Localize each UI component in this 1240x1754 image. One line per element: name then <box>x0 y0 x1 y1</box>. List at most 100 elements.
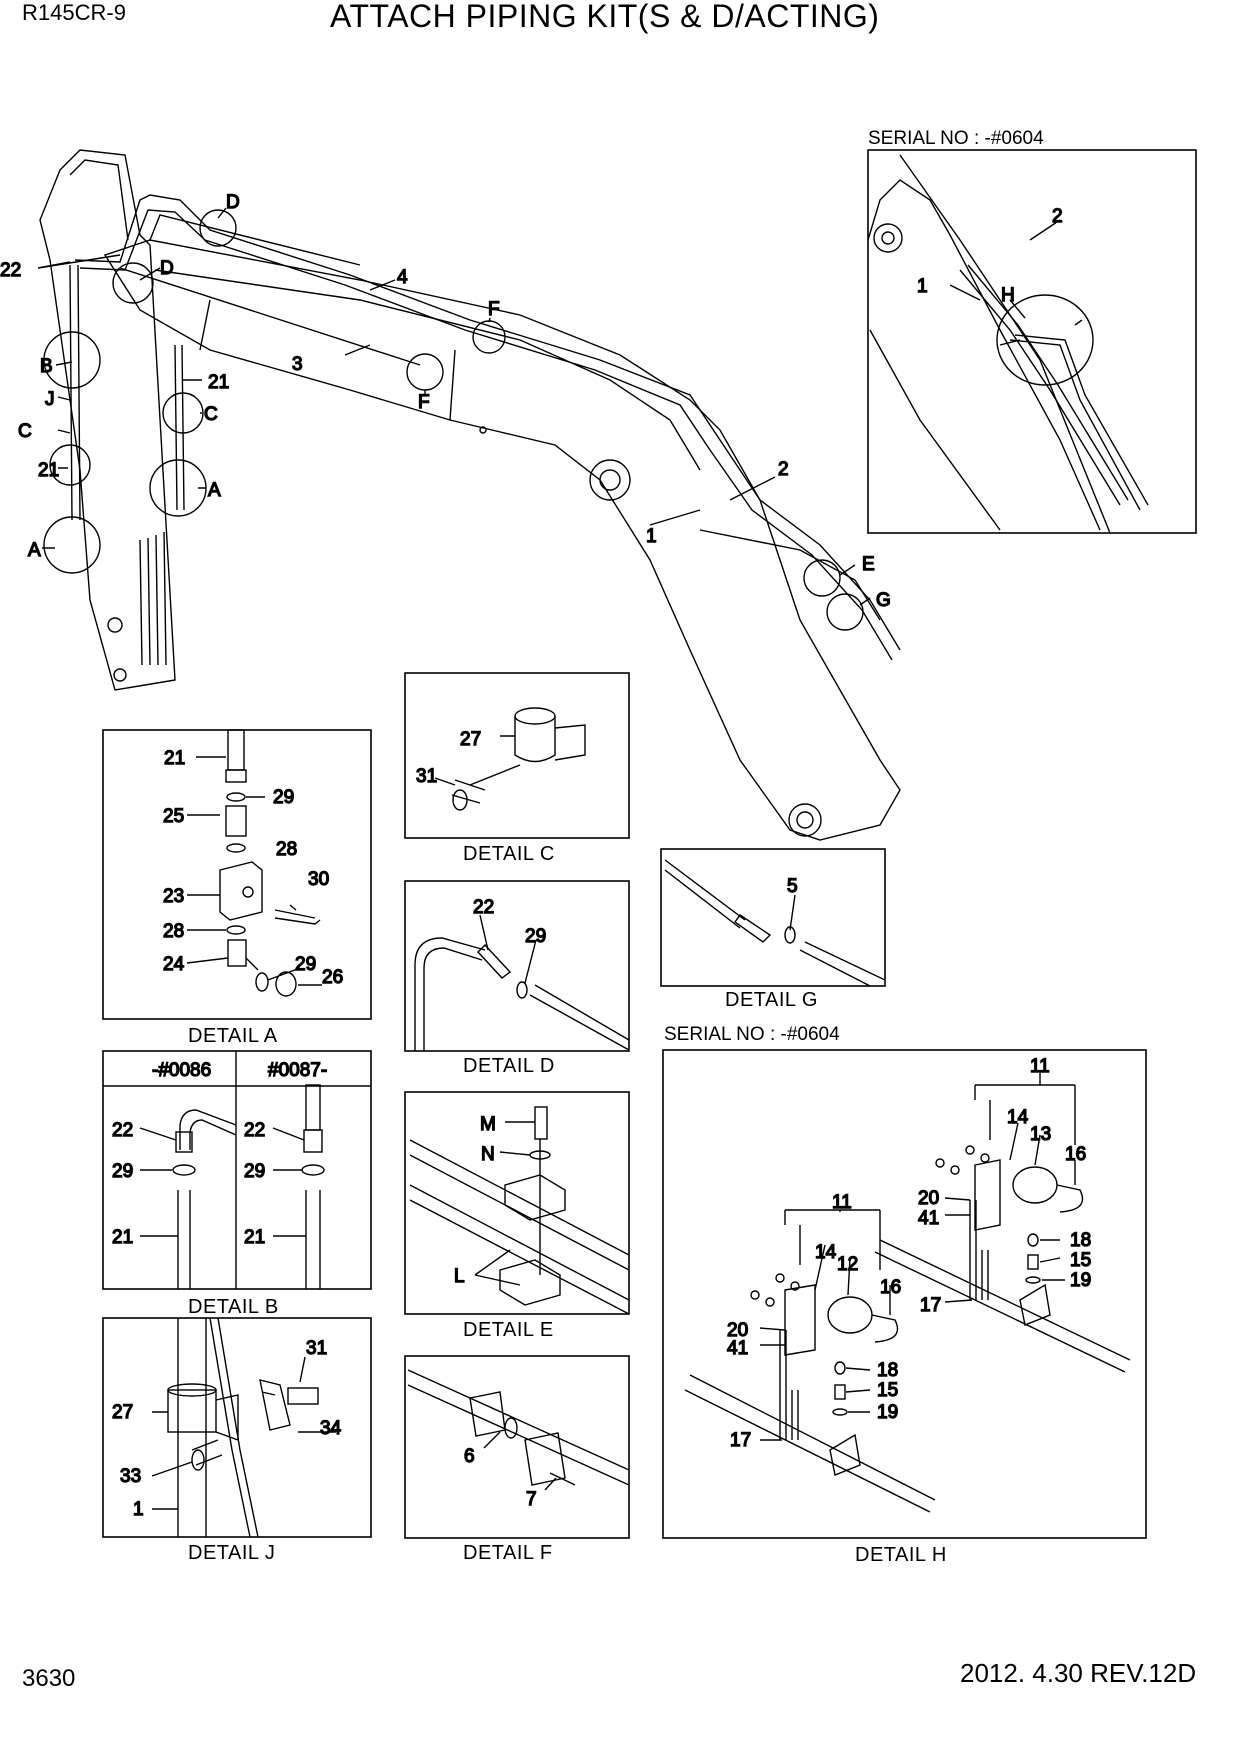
callout: 23 <box>163 886 184 907</box>
page-title: ATTACH PIPING KIT(S & D/ACTING) <box>330 0 880 34</box>
callout: F <box>488 299 500 320</box>
callout: 27 <box>112 1402 133 1423</box>
callout: 29 <box>112 1161 133 1182</box>
detail-b-right-header: #0087- <box>268 1060 327 1081</box>
callout: 17 <box>920 1295 941 1316</box>
callout: 20 <box>918 1188 939 1209</box>
callout: 11 <box>832 1192 852 1213</box>
callout: 20 <box>727 1320 748 1341</box>
main-boom-view <box>37 149 901 841</box>
detail-e-caption: DETAIL E <box>463 1319 554 1341</box>
callout: 24 <box>163 954 185 975</box>
callout: 28 <box>163 921 184 942</box>
inset-top-right <box>867 149 1197 534</box>
callout: 4 <box>397 267 408 288</box>
callout: 29 <box>525 926 546 947</box>
detail-e-box <box>404 1091 630 1315</box>
callout: 15 <box>1070 1250 1091 1271</box>
callout: 18 <box>1070 1230 1091 1251</box>
callout: 2 <box>1052 206 1063 227</box>
callout: 2 <box>778 459 789 480</box>
callout: G <box>876 590 891 611</box>
callout: 11 <box>1030 1056 1050 1077</box>
callout: C <box>204 404 218 425</box>
callout: 19 <box>1070 1270 1091 1291</box>
inset-serial-label: SERIAL NO : -#0604 <box>868 128 1044 149</box>
callout: 31 <box>306 1338 327 1359</box>
callout: 29 <box>295 954 316 975</box>
callout: B <box>40 356 53 377</box>
callout: 26 <box>322 967 343 988</box>
callout: 33 <box>120 1466 141 1487</box>
detail-j-box <box>102 1317 372 1538</box>
callout: H <box>1001 285 1015 306</box>
callout: 29 <box>273 787 294 808</box>
callout: 21 <box>38 460 59 481</box>
callout: 22 <box>0 260 21 281</box>
callout: 27 <box>460 729 481 750</box>
callout: 19 <box>877 1402 898 1423</box>
callout: 7 <box>526 1489 537 1510</box>
callout: 41 <box>918 1208 939 1229</box>
model-code: R145CR-9 <box>22 0 126 25</box>
callout: 18 <box>877 1360 898 1381</box>
detail-g-caption: DETAIL G <box>725 989 818 1011</box>
callout: E <box>862 554 875 575</box>
callout: J <box>45 389 55 410</box>
callout: 21 <box>208 372 229 393</box>
callout: 16 <box>880 1277 901 1298</box>
callout: 17 <box>730 1430 751 1451</box>
callout: 14 <box>815 1242 837 1263</box>
page-number: 3630 <box>22 1665 76 1692</box>
callout: F <box>418 392 430 413</box>
callout: 25 <box>163 806 184 827</box>
callout: 28 <box>276 839 297 860</box>
callout: 12 <box>837 1254 858 1275</box>
callout: 34 <box>320 1418 342 1439</box>
callout: 21 <box>244 1227 265 1248</box>
callout: D <box>226 192 240 213</box>
detail-f-box <box>404 1355 630 1539</box>
callout: 13 <box>1030 1124 1051 1145</box>
callout: 29 <box>244 1161 265 1182</box>
callout: 1 <box>917 276 928 297</box>
callout: 22 <box>112 1120 133 1141</box>
callout: 3 <box>292 354 303 375</box>
callout: 6 <box>464 1446 475 1467</box>
detail-f-caption: DETAIL F <box>463 1542 553 1564</box>
callout: N <box>481 1144 495 1165</box>
callout: 31 <box>416 766 437 787</box>
detail-g-box <box>660 848 886 987</box>
callout: 15 <box>877 1380 898 1401</box>
callout: 21 <box>112 1227 133 1248</box>
callout: 1 <box>646 526 657 547</box>
detail-d-box <box>404 880 630 1052</box>
callout: M <box>480 1114 496 1135</box>
detail-a-box <box>102 729 372 1020</box>
main-view-callouts: 22 D D 4 F 3 F 21 B J C 21 C A A 2 1 E G <box>0 191 891 611</box>
detail-j-caption: DETAIL J <box>188 1542 276 1564</box>
detail-h-caption: DETAIL H <box>855 1544 947 1566</box>
callout: 22 <box>473 897 494 918</box>
callout: 22 <box>244 1120 265 1141</box>
callout: 41 <box>727 1338 748 1359</box>
detail-c-caption: DETAIL C <box>463 843 555 865</box>
callout: C <box>18 421 32 442</box>
callout: 16 <box>1065 1144 1086 1165</box>
detail-b-caption: DETAIL B <box>188 1296 279 1318</box>
callout: D <box>160 258 174 279</box>
detail-h-serial-label: SERIAL NO : -#0604 <box>664 1024 840 1045</box>
callout: A <box>208 480 221 501</box>
callout: 14 <box>1007 1107 1029 1128</box>
detail-c-box <box>404 672 630 839</box>
detail-b-box <box>102 1050 372 1290</box>
callout: 1 <box>133 1499 144 1520</box>
detail-d-caption: DETAIL D <box>463 1055 555 1077</box>
detail-h-box <box>662 1049 1147 1539</box>
callout: 21 <box>164 748 185 769</box>
detail-a-caption: DETAIL A <box>188 1025 278 1047</box>
callout: A <box>28 540 41 561</box>
callout: 5 <box>787 876 798 897</box>
revision-date: 2012. 4.30 REV.12D <box>960 1658 1197 1688</box>
